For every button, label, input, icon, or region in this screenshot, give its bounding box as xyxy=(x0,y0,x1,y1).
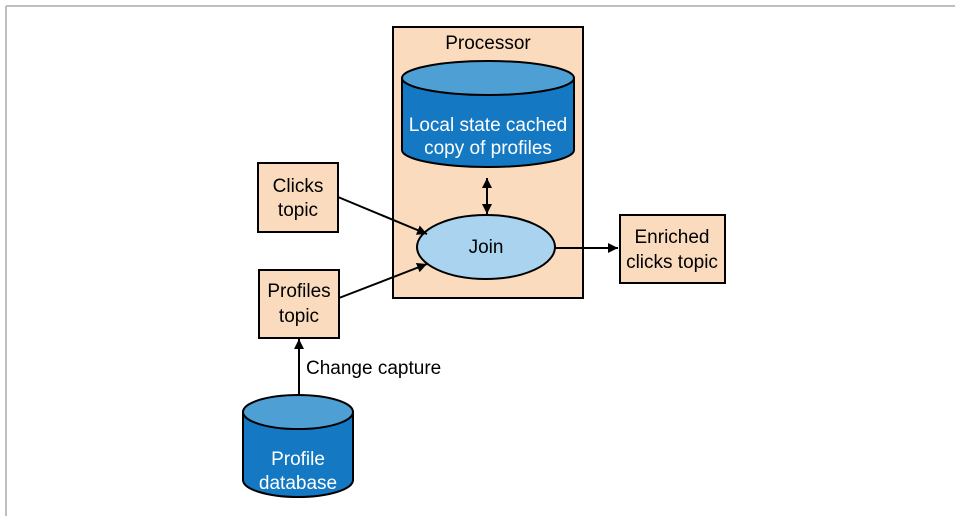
clicks-topic-label-line-2: topic xyxy=(278,200,318,221)
profiles-topic-label-line-1: Profiles xyxy=(267,281,330,302)
profiles-topic-box: Profiles topic xyxy=(258,269,340,339)
local-state-cylinder: Local state cached copy of profiles xyxy=(401,60,575,168)
enriched-clicks-topic-box: Enriched clicks topic xyxy=(619,214,726,284)
profiles-to-join-arrow xyxy=(338,262,428,299)
enriched-topic-label-line-1: Enriched xyxy=(635,227,710,248)
profile-database-cylinder: Profile database xyxy=(242,394,354,498)
clicks-topic-label-line-1: Clicks xyxy=(273,176,324,197)
join-node: Join xyxy=(416,214,556,280)
change-capture-label: Change capture xyxy=(306,358,441,379)
local-state-label-line-1: Local state cached xyxy=(409,115,567,136)
enriched-topic-label-line-2: clicks topic xyxy=(626,252,718,273)
processor-label: Processor xyxy=(445,33,531,54)
clicks-to-join-arrow xyxy=(337,196,428,235)
profiles-topic-label-line-2: topic xyxy=(279,306,319,327)
join-label: Join xyxy=(469,237,504,258)
clicks-topic-box: Clicks topic xyxy=(257,162,339,233)
local-state-label-line-2: copy of profiles xyxy=(424,138,552,159)
profile-database-label-line-2: database xyxy=(259,473,337,494)
profile-database-label-line-1: Profile xyxy=(271,449,325,470)
